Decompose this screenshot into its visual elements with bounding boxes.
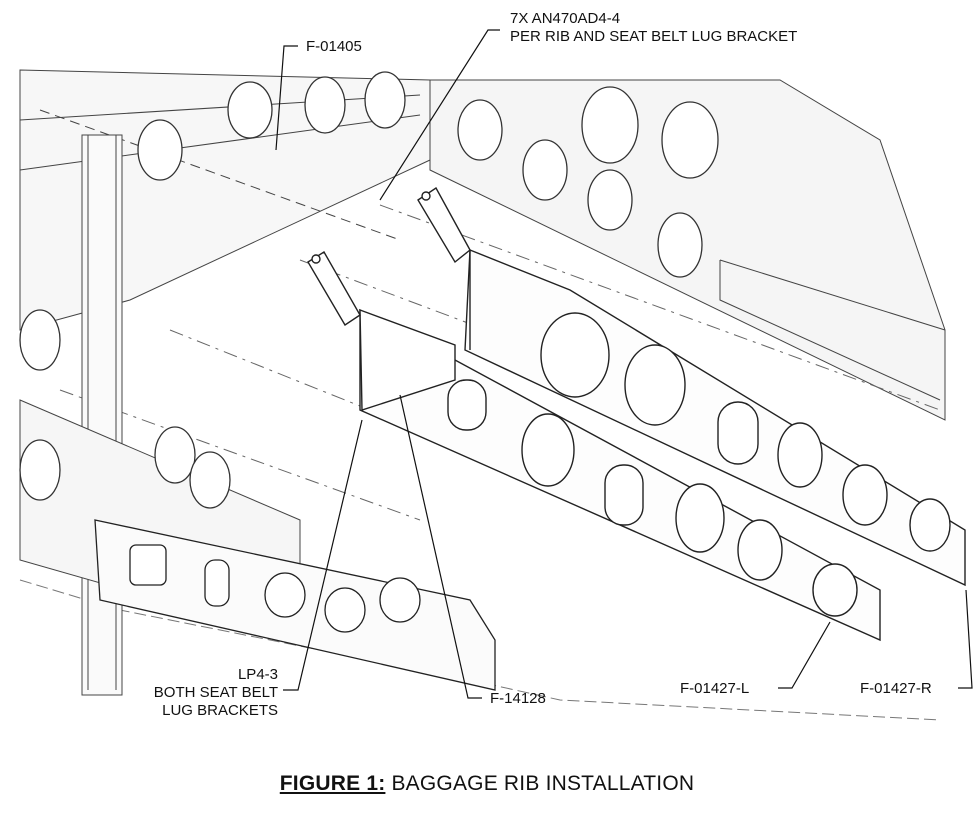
callout-lp43-line3: LUG BRACKETS (162, 702, 278, 719)
callout-f14128: F-14128 (490, 690, 546, 707)
figure-label: FIGURE 1: (279, 772, 386, 795)
figure-caption: FIGURE 1: BAGGAGE RIB INSTALLATION (0, 772, 974, 796)
rivet-callout: 7X AN470AD4-4 PER RIB AND SEAT BELT LUG … (510, 10, 797, 46)
rivet-callout-line2: PER RIB AND SEAT BELT LUG BRACKET (510, 28, 798, 45)
callout-lp43-line1: LP4-3 (237, 666, 278, 683)
lightening-holes (19, 71, 719, 509)
callout-f01405: F-01405 (306, 38, 362, 55)
rib-f01427-r (417, 186, 966, 587)
callout-lp43-line2: BOTH SEAT BELT (153, 684, 278, 701)
callout-f01427-r: F-01427-R (860, 680, 932, 697)
rib-f01427-l (307, 251, 881, 642)
lower-rib (94, 519, 496, 691)
rivet-callout-line1: 7X AN470AD4-4 (510, 10, 621, 27)
callout-lp43: LP4-3 BOTH SEAT BELT LUG BRACKETS (98, 666, 278, 720)
callout-f01427-l: F-01427-L (680, 680, 750, 697)
leader-lines (275, 29, 973, 699)
figure-title: BAGGAGE RIB INSTALLATION (391, 772, 695, 795)
